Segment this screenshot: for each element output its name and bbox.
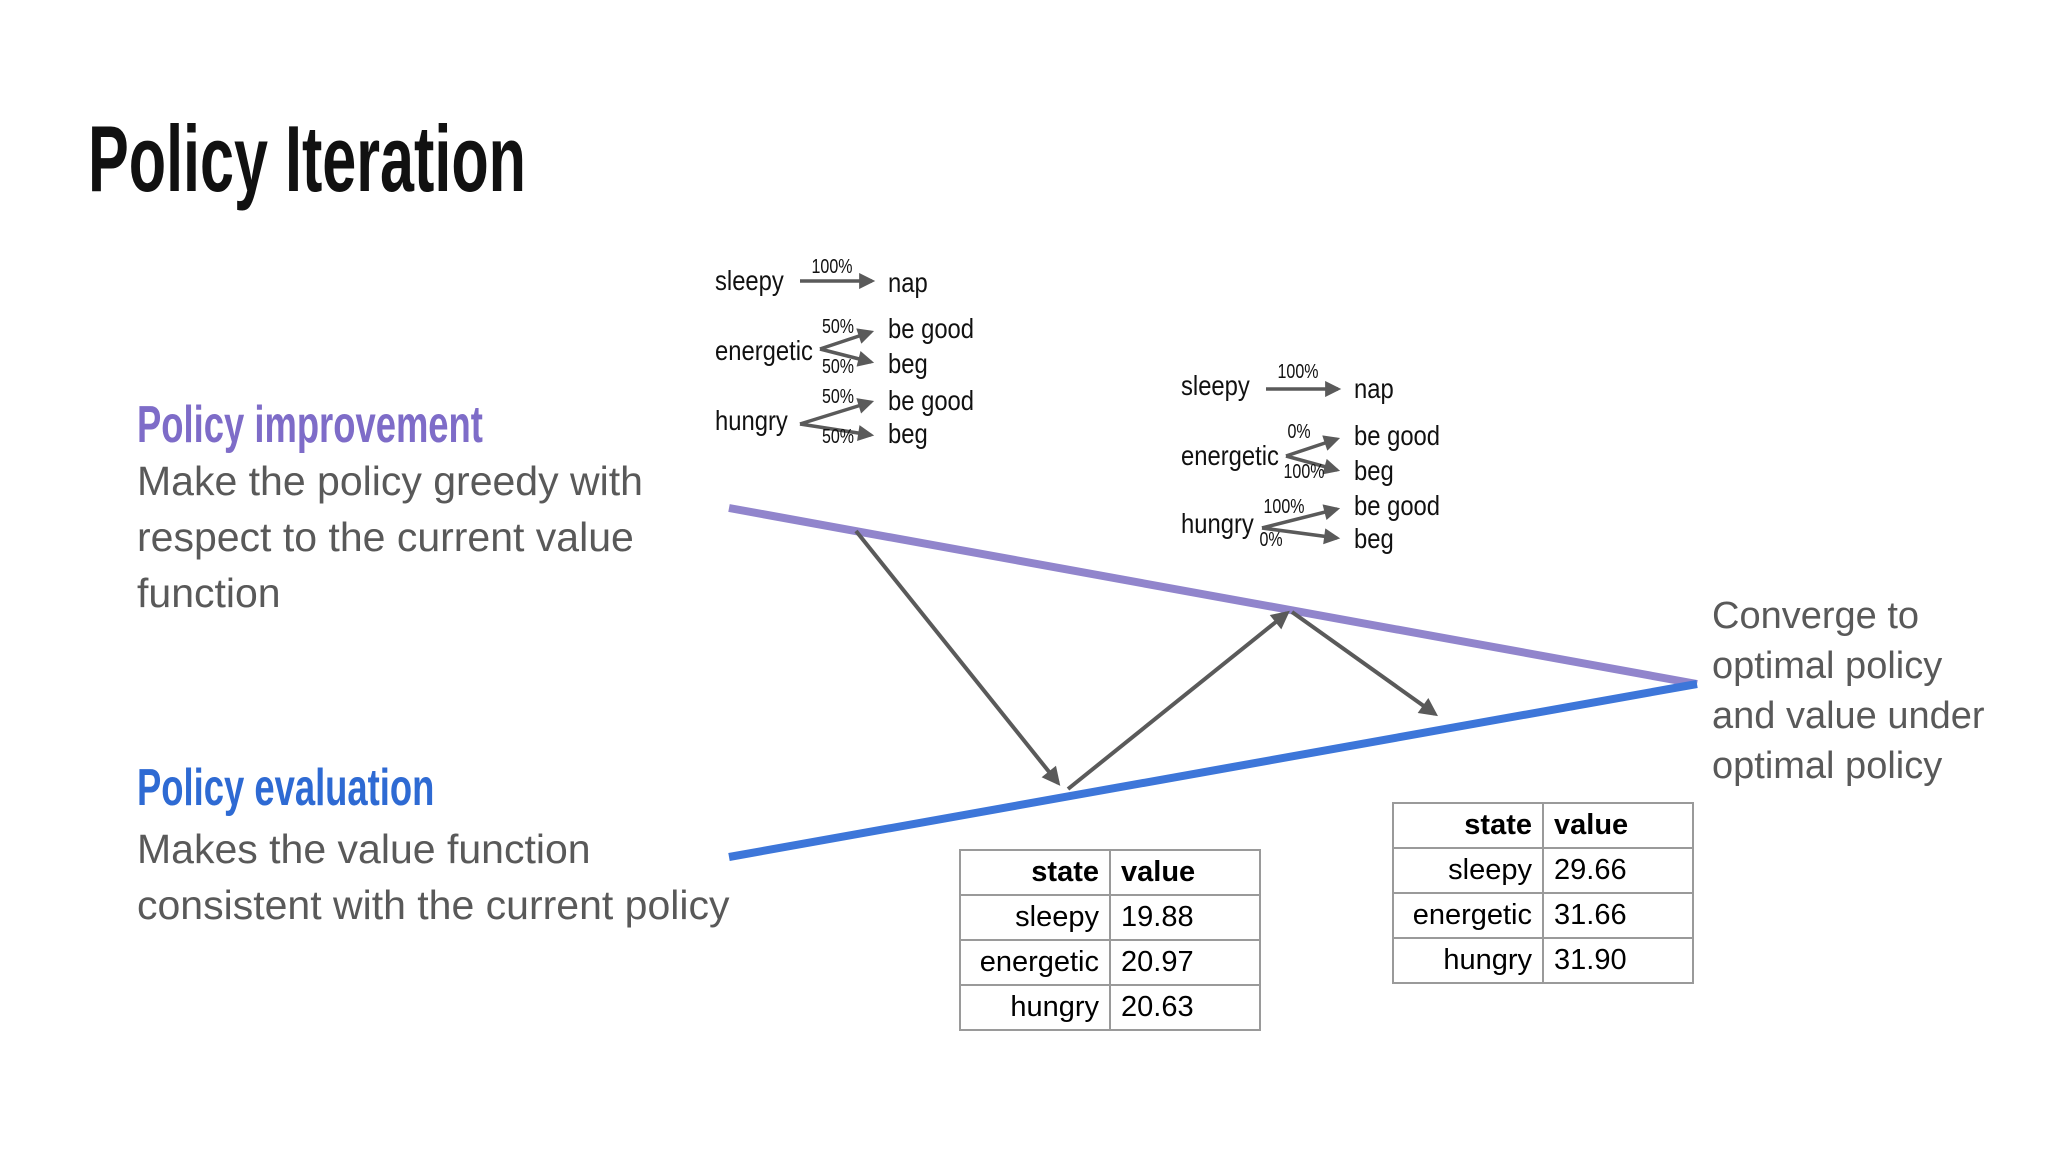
policy-improvement-line-1: Make the policy greedy with — [137, 458, 643, 504]
arrow-hungry-begood — [799, 398, 875, 426]
table-row: sleepy 19.88 — [959, 894, 1261, 941]
table1-energetic-value: 20.97 — [1109, 939, 1261, 986]
table2-energetic-label: energetic — [1392, 892, 1544, 939]
improved-state-sleepy: sleepy — [1181, 370, 1250, 401]
policy-improvement-line-2: respect to the current value — [137, 514, 634, 560]
policy-improvement-line — [728, 504, 1698, 688]
converge-line-3: and value under — [1712, 695, 1985, 737]
policy-improvement-description: Make the policy greedy with respect to t… — [137, 453, 643, 621]
table2-hungry-label: hungry — [1392, 937, 1544, 984]
initial-hungry-action-1: be good — [888, 385, 975, 416]
initial-hungry-prob-2: 50% — [821, 426, 855, 448]
improved-energetic-action-1: be good — [1354, 420, 1441, 451]
table-row: sleepy 29.66 — [1392, 847, 1694, 894]
table2-header-value: value — [1542, 802, 1694, 849]
table-header-row: state value — [1392, 802, 1694, 849]
page-title: Policy Iteration — [88, 106, 526, 211]
value-table-1: state value sleepy 19.88 energetic 20.97… — [959, 849, 1261, 1031]
table1-header-state: state — [959, 849, 1111, 896]
improved-hungry-prob-2: 0% — [1259, 529, 1283, 551]
initial-energetic-prob-1: 50% — [821, 316, 855, 338]
table-row: energetic 31.66 — [1392, 892, 1694, 939]
evaluation-step-arrow-1 — [854, 529, 1061, 786]
policy-improvement-line-3: function — [137, 570, 281, 616]
improved-state-energetic: energetic — [1181, 440, 1279, 471]
initial-energetic-action-1: be good — [888, 313, 975, 344]
improved-energetic-prob-1: 0% — [1287, 421, 1311, 443]
table-row: hungry 31.90 — [1392, 937, 1694, 984]
initial-sleepy-action: nap — [888, 267, 928, 298]
improved-hungry-prob-1: 100% — [1263, 496, 1305, 518]
table1-energetic-label: energetic — [959, 939, 1111, 986]
improved-hungry-action-2: beg — [1354, 523, 1394, 554]
initial-state-energetic: energetic — [715, 335, 813, 366]
initial-hungry-prob-1: 50% — [821, 386, 855, 408]
table-header-row: state value — [959, 849, 1261, 896]
table1-sleepy-value: 19.88 — [1109, 894, 1261, 941]
improved-policy-arrows — [1261, 380, 1342, 545]
arrow-energetic-begood-2 — [1285, 435, 1341, 458]
arrow-energetic-beg — [819, 347, 875, 367]
improved-sleepy-action: nap — [1354, 373, 1394, 404]
policy-evaluation-line-1: Makes the value function — [137, 826, 591, 872]
initial-energetic-action-2: beg — [888, 348, 928, 379]
improvement-step-arrow — [1066, 610, 1290, 791]
arrow-hungry-beg — [799, 422, 875, 441]
converge-line-1: Converge to — [1712, 595, 1920, 637]
improved-state-hungry: hungry — [1181, 508, 1254, 539]
table-row: hungry 20.63 — [959, 984, 1261, 1031]
evaluation-step-arrow-2 — [1290, 610, 1438, 717]
table-row: energetic 20.97 — [959, 939, 1261, 986]
initial-state-hungry: hungry — [715, 405, 788, 436]
table1-sleepy-label: sleepy — [959, 894, 1111, 941]
arrow-energetic-begood — [819, 328, 875, 351]
improved-energetic-action-2: beg — [1354, 455, 1394, 486]
initial-sleepy-prob: 100% — [811, 256, 853, 278]
arrow-hungry-begood-2 — [1261, 504, 1341, 530]
initial-state-sleepy: sleepy — [715, 265, 784, 296]
improved-energetic-prob-2: 100% — [1283, 461, 1325, 483]
policy-improvement-heading: Policy improvement — [137, 396, 483, 454]
table1-header-value: value — [1109, 849, 1261, 896]
improved-sleepy-prob: 100% — [1277, 361, 1319, 383]
policy-evaluation-line-2: consistent with the current policy — [137, 882, 730, 928]
value-table-2: state value sleepy 29.66 energetic 31.66… — [1392, 802, 1694, 984]
initial-policy-arrows — [799, 272, 876, 441]
arrow-hungry-beg-2 — [1261, 526, 1341, 545]
table2-hungry-value: 31.90 — [1542, 937, 1694, 984]
policy-evaluation-line — [728, 680, 1698, 861]
converge-line-4: optimal policy — [1712, 745, 1943, 787]
table1-hungry-label: hungry — [959, 984, 1111, 1031]
converge-note: Converge to optimal policy and value und… — [1712, 591, 1985, 791]
table1-hungry-value: 20.63 — [1109, 984, 1261, 1031]
table2-header-state: state — [1392, 802, 1544, 849]
improved-hungry-action-1: be good — [1354, 490, 1441, 521]
arrow-energetic-beg-2 — [1285, 454, 1341, 475]
policy-evaluation-description: Makes the value function consistent with… — [137, 821, 730, 933]
initial-hungry-action-2: beg — [888, 418, 928, 449]
converge-line-2: optimal policy — [1712, 645, 1943, 687]
table2-sleepy-value: 29.66 — [1542, 847, 1694, 894]
iteration-zigzag-arrows — [854, 529, 1438, 791]
initial-energetic-prob-2: 50% — [821, 356, 855, 378]
table2-sleepy-label: sleepy — [1392, 847, 1544, 894]
policy-evaluation-heading: Policy evaluation — [137, 759, 435, 817]
table2-energetic-value: 31.66 — [1542, 892, 1694, 939]
